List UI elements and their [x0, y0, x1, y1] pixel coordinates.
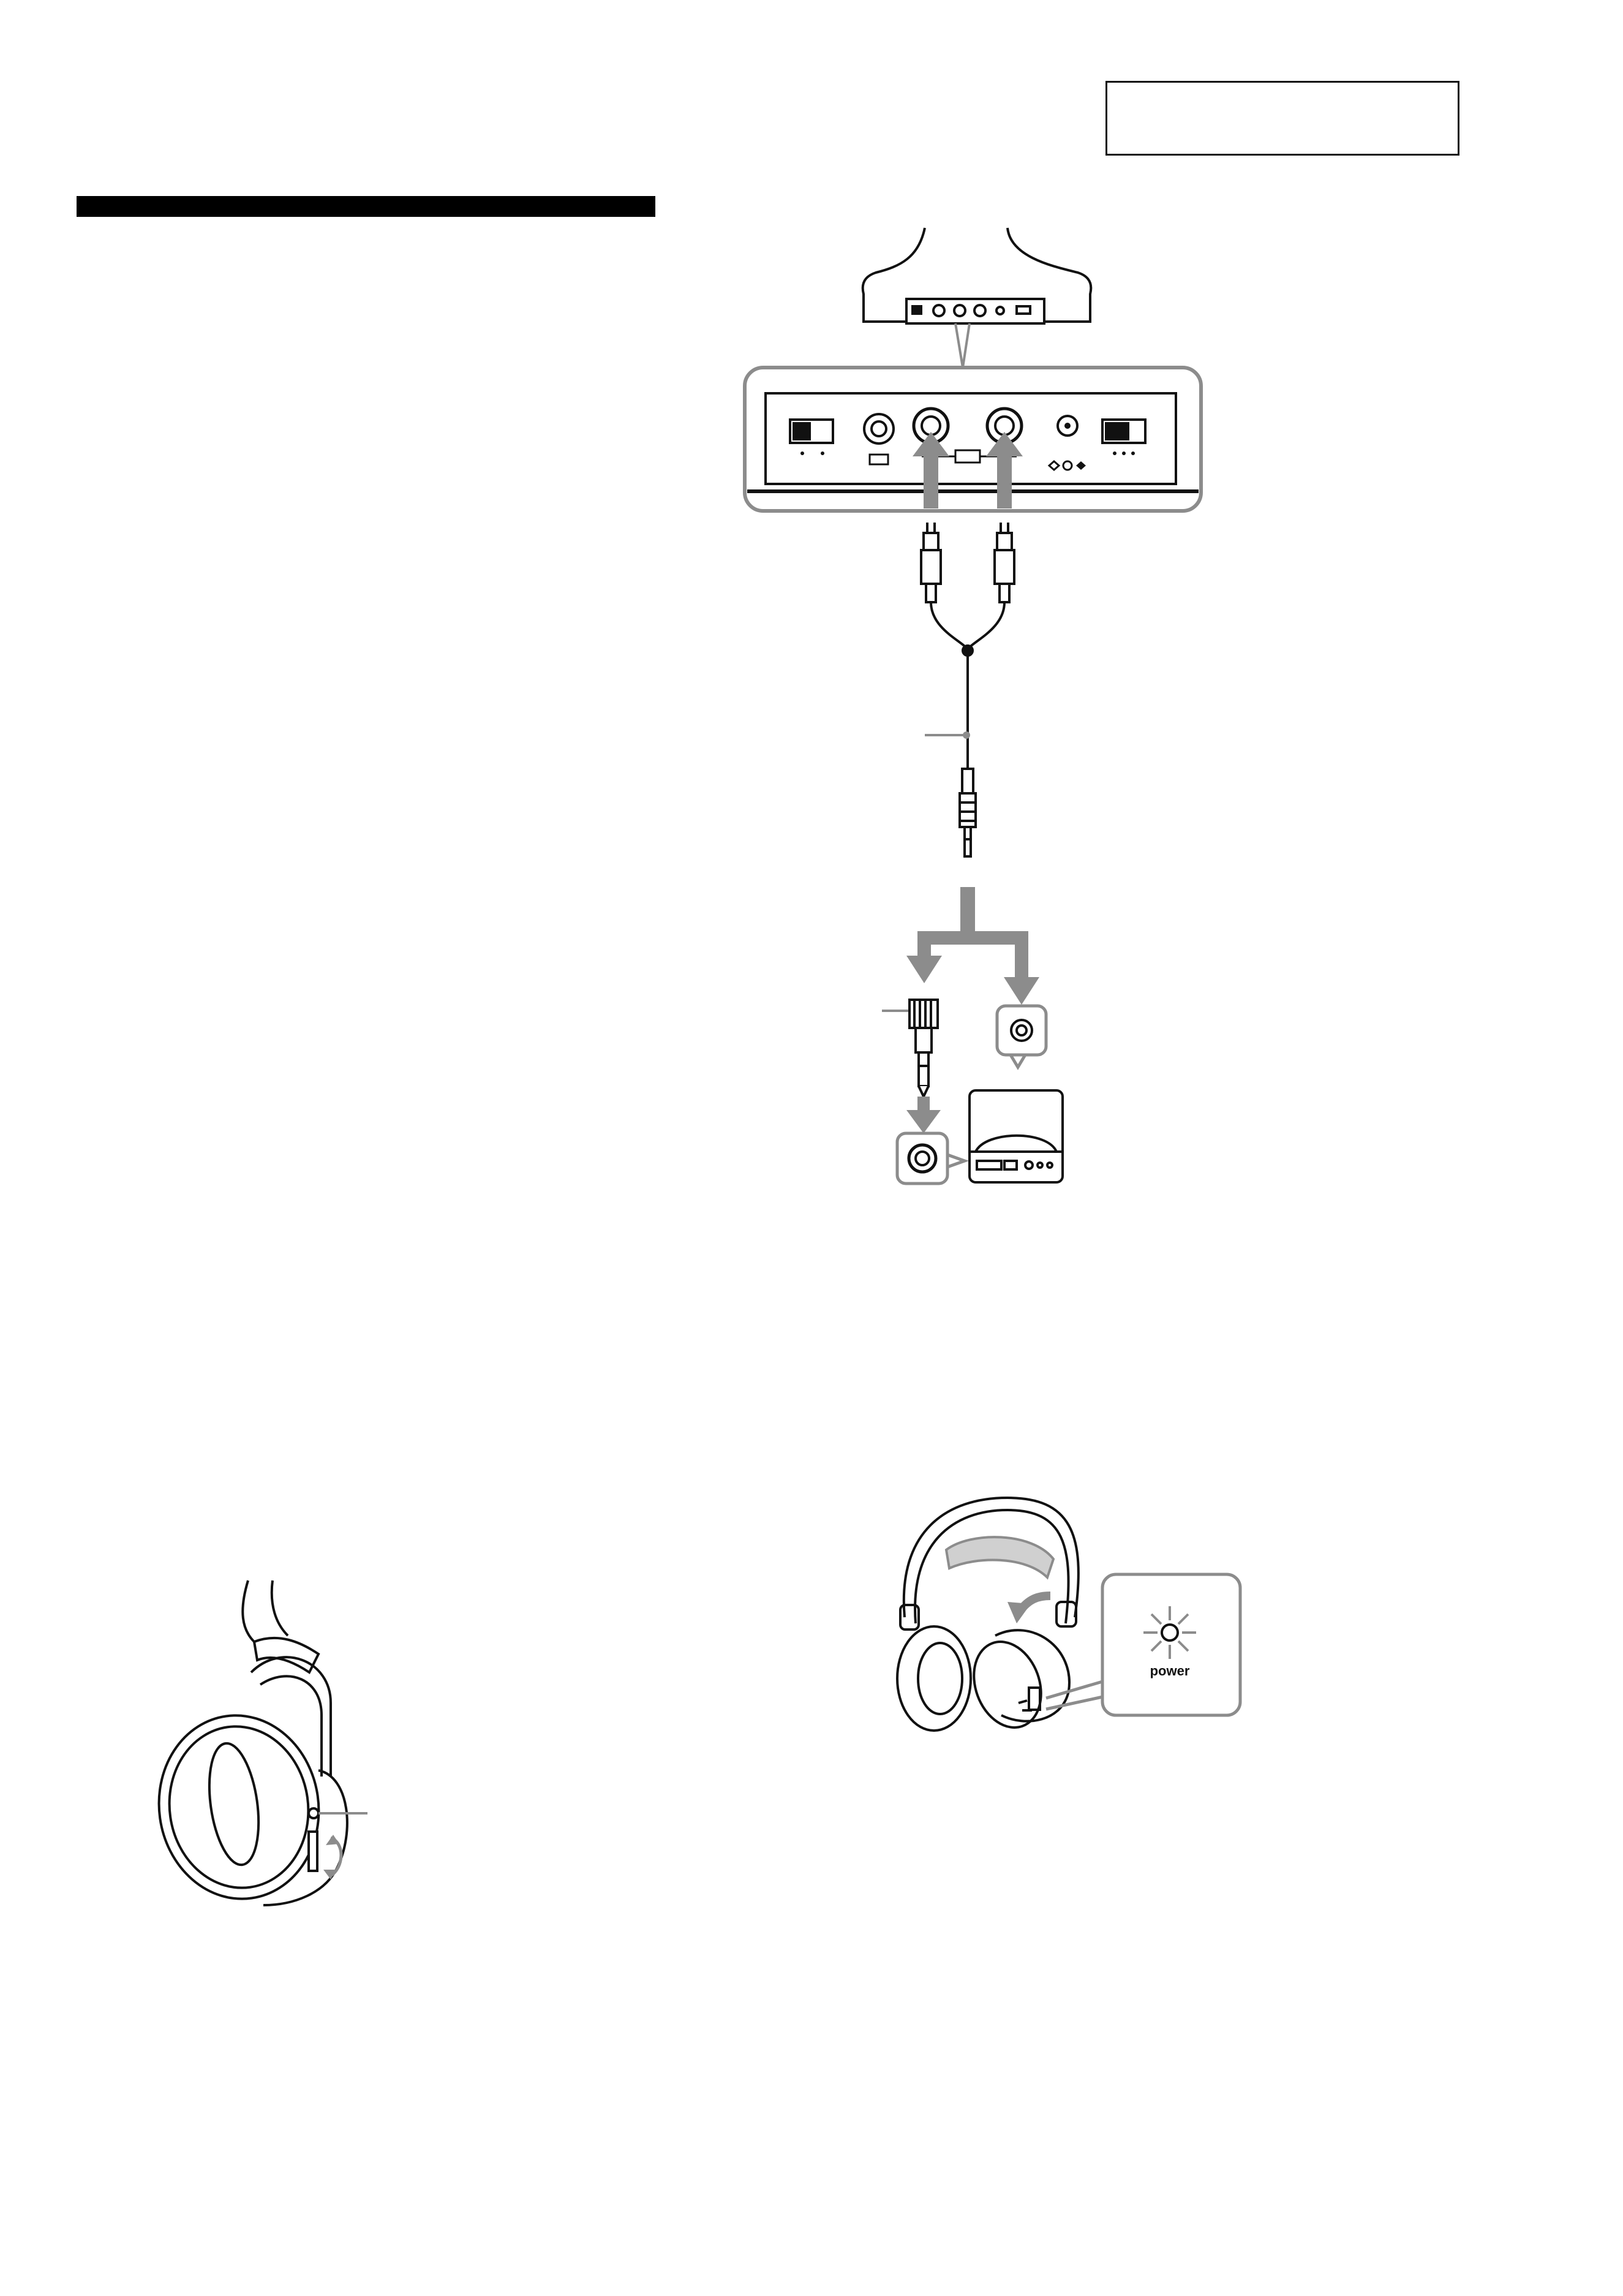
transmitter-rear-panel — [743, 366, 1203, 513]
plug-adaptor-icon — [908, 999, 939, 1100]
section-heading-bar — [77, 196, 655, 217]
earcup-figure — [157, 1580, 367, 1906]
headphone-jack-box — [895, 1004, 1048, 1185]
language-tab-box — [1105, 81, 1459, 156]
cd-player-icon — [968, 1089, 1064, 1184]
earcup-icon — [157, 1580, 348, 1906]
transmitter-icon — [861, 227, 1093, 325]
headphones-icon — [896, 1496, 1080, 1732]
indicator-lamp-icon — [1045, 1573, 1242, 1717]
volume-control-icon — [307, 1807, 367, 1879]
power-indicator-figure: power — [896, 1496, 1242, 1732]
rca-plug-icon — [920, 523, 1015, 603]
stereo-mini-plug-icon — [958, 768, 977, 858]
connection-diagram — [743, 227, 1203, 1185]
power-label: power — [1150, 1663, 1190, 1679]
